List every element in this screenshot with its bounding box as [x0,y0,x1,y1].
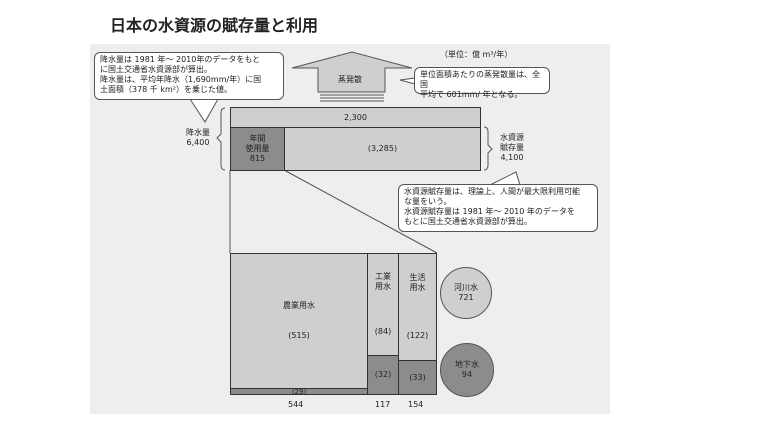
precip-brace [216,107,226,171]
resource-title: 水資源 [500,133,524,142]
agri-surface-value: (515) [288,331,310,340]
callout-line: 降水量は 1981 年～ 2010年のデータをもと [100,55,261,64]
evaporation-arrow [291,51,413,93]
resource-brace [483,126,493,171]
industry-surface-value: (84) [374,327,392,337]
resource-label: 水資源 賦存量 4,100 [500,133,524,163]
callout-line: に国土交通省水資源部が算出。 [100,65,212,74]
domestic-surface-value: (122) [406,331,429,340]
resource-title: 賦存量 [500,143,524,152]
industry-ground-value: (32) [374,370,392,379]
page-title: 日本の水資源の賦存量と利用 [110,16,319,35]
industry-ground-box: (32) [367,355,399,395]
callout-line: 土面積（378 千 km²）を乗じた値。 [100,85,232,94]
industry-label: 工業用水 [375,271,391,291]
domestic-ground-box: (33) [398,360,437,395]
evap-callout: 単位面積あたりの蒸発散量は、全国 平均で 601mm/ 年となる。 [414,67,550,99]
domestic-ground-value: (33) [409,372,426,382]
groundwater-circle: 地下水 94 [440,343,494,397]
domestic-total: 154 [408,400,424,409]
unused-box: (3,285) [284,127,481,171]
callout-line: もとに国土交通省水資源部が算出。 [404,217,532,226]
precip-label: 降水量 6,400 [186,128,210,148]
callout-line: 単位面積あたりの蒸発散量は、全国 [420,70,540,89]
industry-surface-box: 工業用水 (84) [367,253,399,356]
river-label: 河川水 [454,283,478,292]
agri-ground-box: (29) [230,387,368,396]
annual-use-box: 年間 使用量 815 [230,127,285,171]
agri-label: 農業用水 [283,301,315,310]
industry-total: 117 [375,400,391,409]
agri-surface-box: 農業用水 (515) [230,253,368,389]
domestic-label: 生活用水 [409,273,426,292]
evaporation-value: 2,300 [344,112,367,122]
domestic-surface-box: 生活用水 (122) [398,253,437,361]
agri-ground-value: (29) [291,387,307,396]
callout-line: な量をいう。 [404,197,452,206]
river-value: 721 [458,293,474,302]
groundwater-value: 94 [461,370,473,379]
resource-callout: 水資源賦存量は、理論上、人間が最大限利用可能 な量をいう。 水資源賦存量は 19… [398,184,598,232]
precip-value: 6,400 [186,138,210,147]
agri-total: 544 [288,400,304,409]
unused-value: (3,285) [367,144,398,153]
evaporation-bar: 2,300 [230,107,481,128]
precip-title: 降水量 [186,128,210,137]
annual-use-label: 年間 [249,134,266,143]
callout-line: 水資源賦存量は 1981 年～ 2010 年のデータを [404,207,575,216]
evaporation-label: 蒸発散 [338,75,362,84]
callout-line: 降水量は、平均年降水（1,690mm/年）に国 [100,75,262,84]
resource-value: 4,100 [500,153,524,162]
unit-label: （単位：億 m³/年） [440,50,513,59]
annual-use-value: 815 [249,154,266,163]
precip-callout: 降水量は 1981 年～ 2010年のデータをもと に国土交通省水資源部が算出。… [94,52,284,100]
callout-line: 水資源賦存量は、理論上、人間が最大限利用可能 [404,187,580,196]
river-water-circle: 河川水 721 [440,267,492,319]
groundwater-label: 地下水 [455,360,479,369]
callout-line: 平均で 601mm/ 年となる。 [420,90,523,99]
annual-use-label: 使用量 [245,144,270,153]
